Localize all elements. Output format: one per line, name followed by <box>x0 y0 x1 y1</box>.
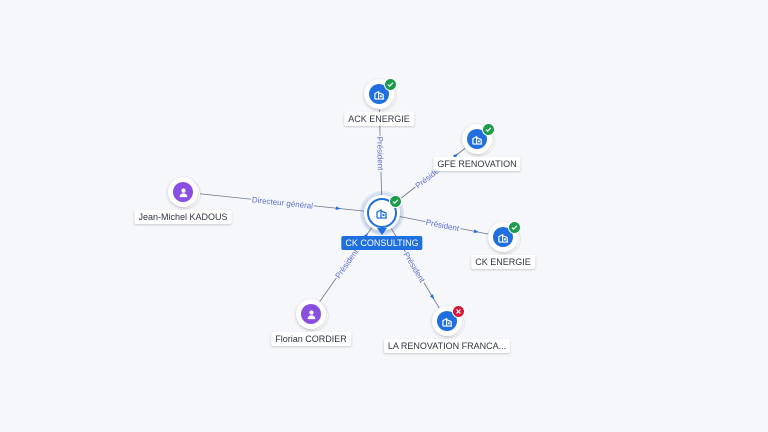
company-icon <box>373 90 384 100</box>
check-icon <box>511 225 518 231</box>
check-icon <box>387 82 394 88</box>
pin-marker <box>377 228 387 235</box>
edge-line <box>310 212 383 315</box>
company-icon <box>497 233 508 243</box>
company-icon <box>471 135 482 145</box>
status-active-badge <box>482 123 495 136</box>
node-circle[interactable] <box>364 79 394 109</box>
edge-label: Président <box>334 247 361 280</box>
status-active-badge <box>508 221 521 234</box>
node-circle[interactable] <box>168 177 198 207</box>
node-inner <box>301 304 321 324</box>
node-inner <box>173 182 193 202</box>
node-label[interactable]: ACK ENERGIE <box>344 112 414 126</box>
close-icon <box>456 309 461 314</box>
check-icon <box>392 199 399 205</box>
node-label[interactable]: CK ENERGIE <box>471 255 535 269</box>
edge-label: Président <box>425 218 461 234</box>
edge-line <box>381 212 504 238</box>
center-node-label[interactable]: CK CONSULTING <box>341 236 423 250</box>
edge-label: Président <box>375 137 385 172</box>
edge-arrow <box>453 153 459 159</box>
node-circle[interactable] <box>296 299 326 329</box>
node-inner <box>437 311 457 331</box>
edge-label-group: Président <box>400 249 429 286</box>
status-closed-badge <box>452 305 465 318</box>
node-label[interactable]: Jean-Michel KADOUS <box>134 210 232 224</box>
company-icon <box>441 317 452 327</box>
person-icon <box>307 310 315 319</box>
status-active-badge <box>389 195 402 208</box>
edge-label-group: Président <box>423 216 462 235</box>
status-active-badge <box>384 78 397 91</box>
person-icon <box>179 188 187 197</box>
edge-label-group: Président <box>374 135 387 173</box>
node-label[interactable]: GFE RENOVATION <box>433 157 521 171</box>
edge-label-group: Directeur général <box>250 194 315 212</box>
node-inner <box>493 227 513 247</box>
edge-arrow <box>473 229 480 234</box>
company-icon <box>376 208 387 219</box>
edge-label: Directeur général <box>251 195 313 210</box>
node-label[interactable]: Florian CORDIER <box>271 332 351 346</box>
node-inner <box>369 84 389 104</box>
node-label[interactable]: LA RENOVATION FRANCA... <box>383 339 511 353</box>
check-icon <box>485 127 492 133</box>
edge-arrow <box>429 294 435 300</box>
edge-line <box>182 191 383 214</box>
edge-arrow <box>335 206 342 210</box>
node-inner <box>467 129 487 149</box>
edge-label-group: Président <box>332 245 362 281</box>
edge-line <box>381 212 448 322</box>
edge-label: Président <box>402 250 428 284</box>
